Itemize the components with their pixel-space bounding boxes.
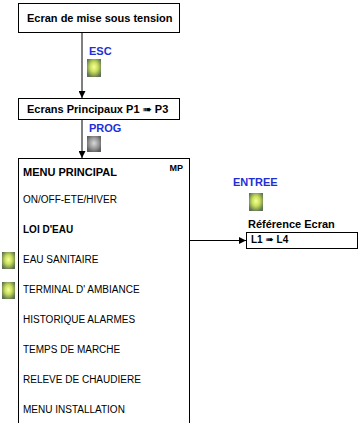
start-screen-box: Ecran de mise sous tension	[18, 3, 180, 33]
menu-item: EAU SANITAIRE	[23, 254, 98, 265]
down-button-icon	[2, 282, 15, 299]
menu-item: L1 ➠ L4	[251, 234, 288, 245]
menu-item: RELEVE DE CHAUDIERE	[23, 374, 141, 385]
menu-item: HISTORIQUE ALARMES	[23, 314, 135, 325]
esc-button-icon	[87, 59, 101, 77]
box-title: Ecrans Principaux P1 ➠ P3	[27, 103, 168, 116]
flow-arrow	[190, 240, 246, 241]
flow-arrow	[82, 33, 83, 98]
box-title: Référence Ecran	[248, 218, 335, 230]
menu-item: ON/OFF-ETE/HIVER	[23, 194, 117, 205]
menu-item: LOI D'EAU	[23, 224, 73, 235]
main-menu-box: MENU PRINCIPAL MP ON/OFF-ETE/HIVER LOI D'EA…	[18, 158, 190, 423]
key-label: ESC	[88, 45, 113, 57]
main-screens-box: Ecrans Principaux P1 ➠ P3	[18, 98, 180, 120]
key-label: ENTREE	[232, 176, 279, 188]
box-title: Ecran de mise sous tension	[27, 12, 173, 24]
prog-button-icon	[87, 136, 101, 152]
key-label: PROG	[88, 122, 122, 134]
box-title: MENU PRINCIPAL	[23, 166, 117, 178]
menu-item: TEMPS DE MARCHE	[23, 344, 120, 355]
menu-item: TERMINAL D' AMBIANCE	[23, 284, 140, 295]
menu-item: MP	[170, 163, 184, 173]
flow-arrow	[82, 120, 83, 158]
up-button-icon	[2, 252, 15, 269]
menu-item: MENU INSTALLATION	[23, 404, 125, 415]
reference-screen-box: Référence Ecran L1 ➠ L4	[246, 218, 358, 250]
entree-button-icon	[249, 193, 263, 211]
